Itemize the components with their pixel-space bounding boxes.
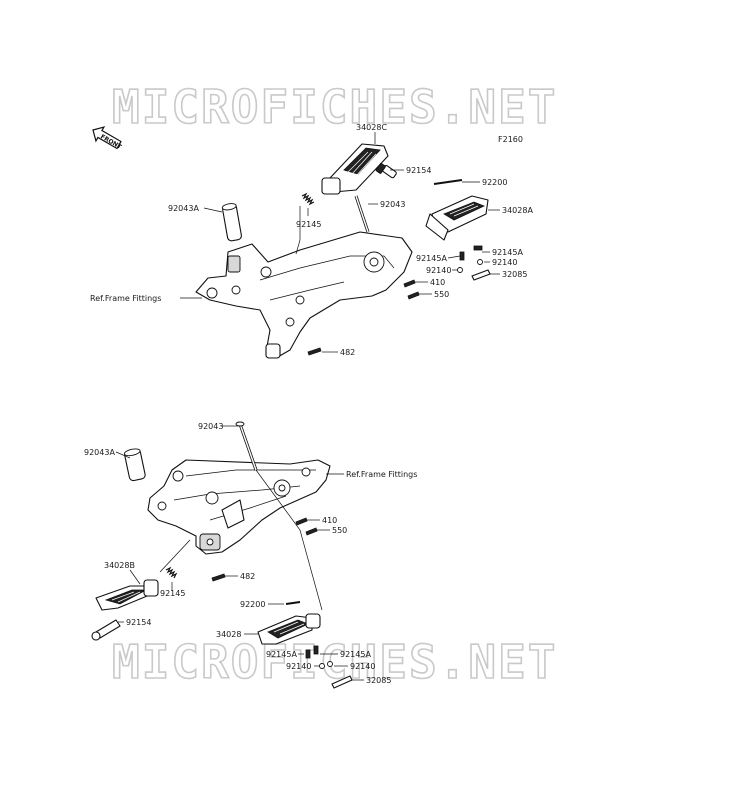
- watermark-top: MICROFICHES.NET: [112, 80, 557, 134]
- label-550-lower: 550: [332, 526, 347, 535]
- label-92145-upper: 92145: [296, 220, 321, 229]
- watermark-bottom: MICROFICHES.NET: [112, 635, 557, 689]
- label-34028: 34028: [216, 630, 241, 639]
- figure-code: F2160: [498, 135, 523, 144]
- label-482-lower: 482: [240, 572, 255, 581]
- label-ref-frame-upper: Ref.Frame Fittings: [90, 294, 161, 303]
- label-92154-lower: 92154: [126, 618, 151, 627]
- upper-footpeg-34028a: [425, 195, 489, 241]
- lower-assembly: [91, 421, 364, 689]
- upper-spring-92145a-left: [459, 251, 465, 261]
- label-92043a-lower: 92043A: [84, 448, 115, 457]
- label-34028a: 34028A: [502, 206, 533, 215]
- label-92043-lower: 92043: [198, 422, 223, 431]
- label-92140-upper-right: 92140: [492, 258, 517, 267]
- upper-pin-92043: [354, 195, 370, 233]
- upper-bolt-410: [403, 279, 416, 288]
- label-410-lower: 410: [322, 516, 337, 525]
- label-410-upper: 410: [430, 278, 445, 287]
- lower-washer-92140-right: [327, 661, 333, 667]
- label-ref-frame-lower: Ref.Frame Fittings: [346, 470, 417, 479]
- label-92140-upper-left: 92140: [426, 266, 451, 275]
- lower-spring-92145a-left: [305, 649, 311, 659]
- upper-collar-92043a: [221, 203, 242, 242]
- lower-spring-92145a-right: [313, 645, 319, 655]
- upper-bolt-482: [307, 347, 322, 356]
- label-32085-upper: 32085: [502, 270, 527, 279]
- label-92145a-upper-left: 92145A: [416, 254, 447, 263]
- label-92140-lower-left: 92140: [286, 662, 311, 671]
- upper-assembly: [180, 132, 500, 359]
- label-92145a-lower-left: 92145A: [266, 650, 297, 659]
- lower-pin-92043: [235, 421, 258, 471]
- upper-pin-32085: [471, 269, 491, 281]
- label-34028c: 34028C: [356, 123, 387, 132]
- upper-washer-92140-left: [457, 267, 463, 273]
- upper-washer-92140-right: [477, 259, 483, 265]
- lower-washer-92140-left: [319, 663, 325, 669]
- label-92145-lower: 92145: [160, 589, 185, 598]
- upper-footpeg-34028c: [321, 143, 389, 195]
- label-92200-lower: 92200: [240, 600, 265, 609]
- lower-bolt-410: [295, 517, 308, 526]
- lower-bolt-482: [211, 573, 226, 582]
- lower-footpeg-34028b: [95, 579, 159, 611]
- lower-washer-550: [305, 527, 318, 536]
- label-32085-lower: 32085: [366, 676, 391, 685]
- label-92154-upper: 92154: [406, 166, 431, 175]
- label-92140-lower-right: 92140: [350, 662, 375, 671]
- label-92145a-upper-right: 92145A: [492, 248, 523, 257]
- lower-collar-92043a: [123, 448, 146, 482]
- upper-pin-92154: [375, 162, 397, 179]
- lower-footpeg-34028: [257, 613, 321, 645]
- lower-washer-92200: [285, 601, 301, 605]
- upper-spring-92145a-right: [473, 245, 483, 251]
- upper-footrest-bracket: [195, 231, 413, 359]
- lower-spring-92145: [165, 566, 178, 579]
- label-92043-upper: 92043: [380, 200, 405, 209]
- label-482-upper: 482: [340, 348, 355, 357]
- label-92043a-upper: 92043A: [168, 204, 199, 213]
- label-550-upper: 550: [434, 290, 449, 299]
- upper-washer-550: [407, 291, 420, 300]
- label-34028b: 34028B: [104, 561, 135, 570]
- upper-spring-92145: [301, 192, 315, 206]
- label-92145a-lower-right: 92145A: [340, 650, 371, 659]
- lower-pin-92154: [91, 619, 121, 641]
- upper-washer-92200: [433, 179, 463, 185]
- label-92200-upper: 92200: [482, 178, 507, 187]
